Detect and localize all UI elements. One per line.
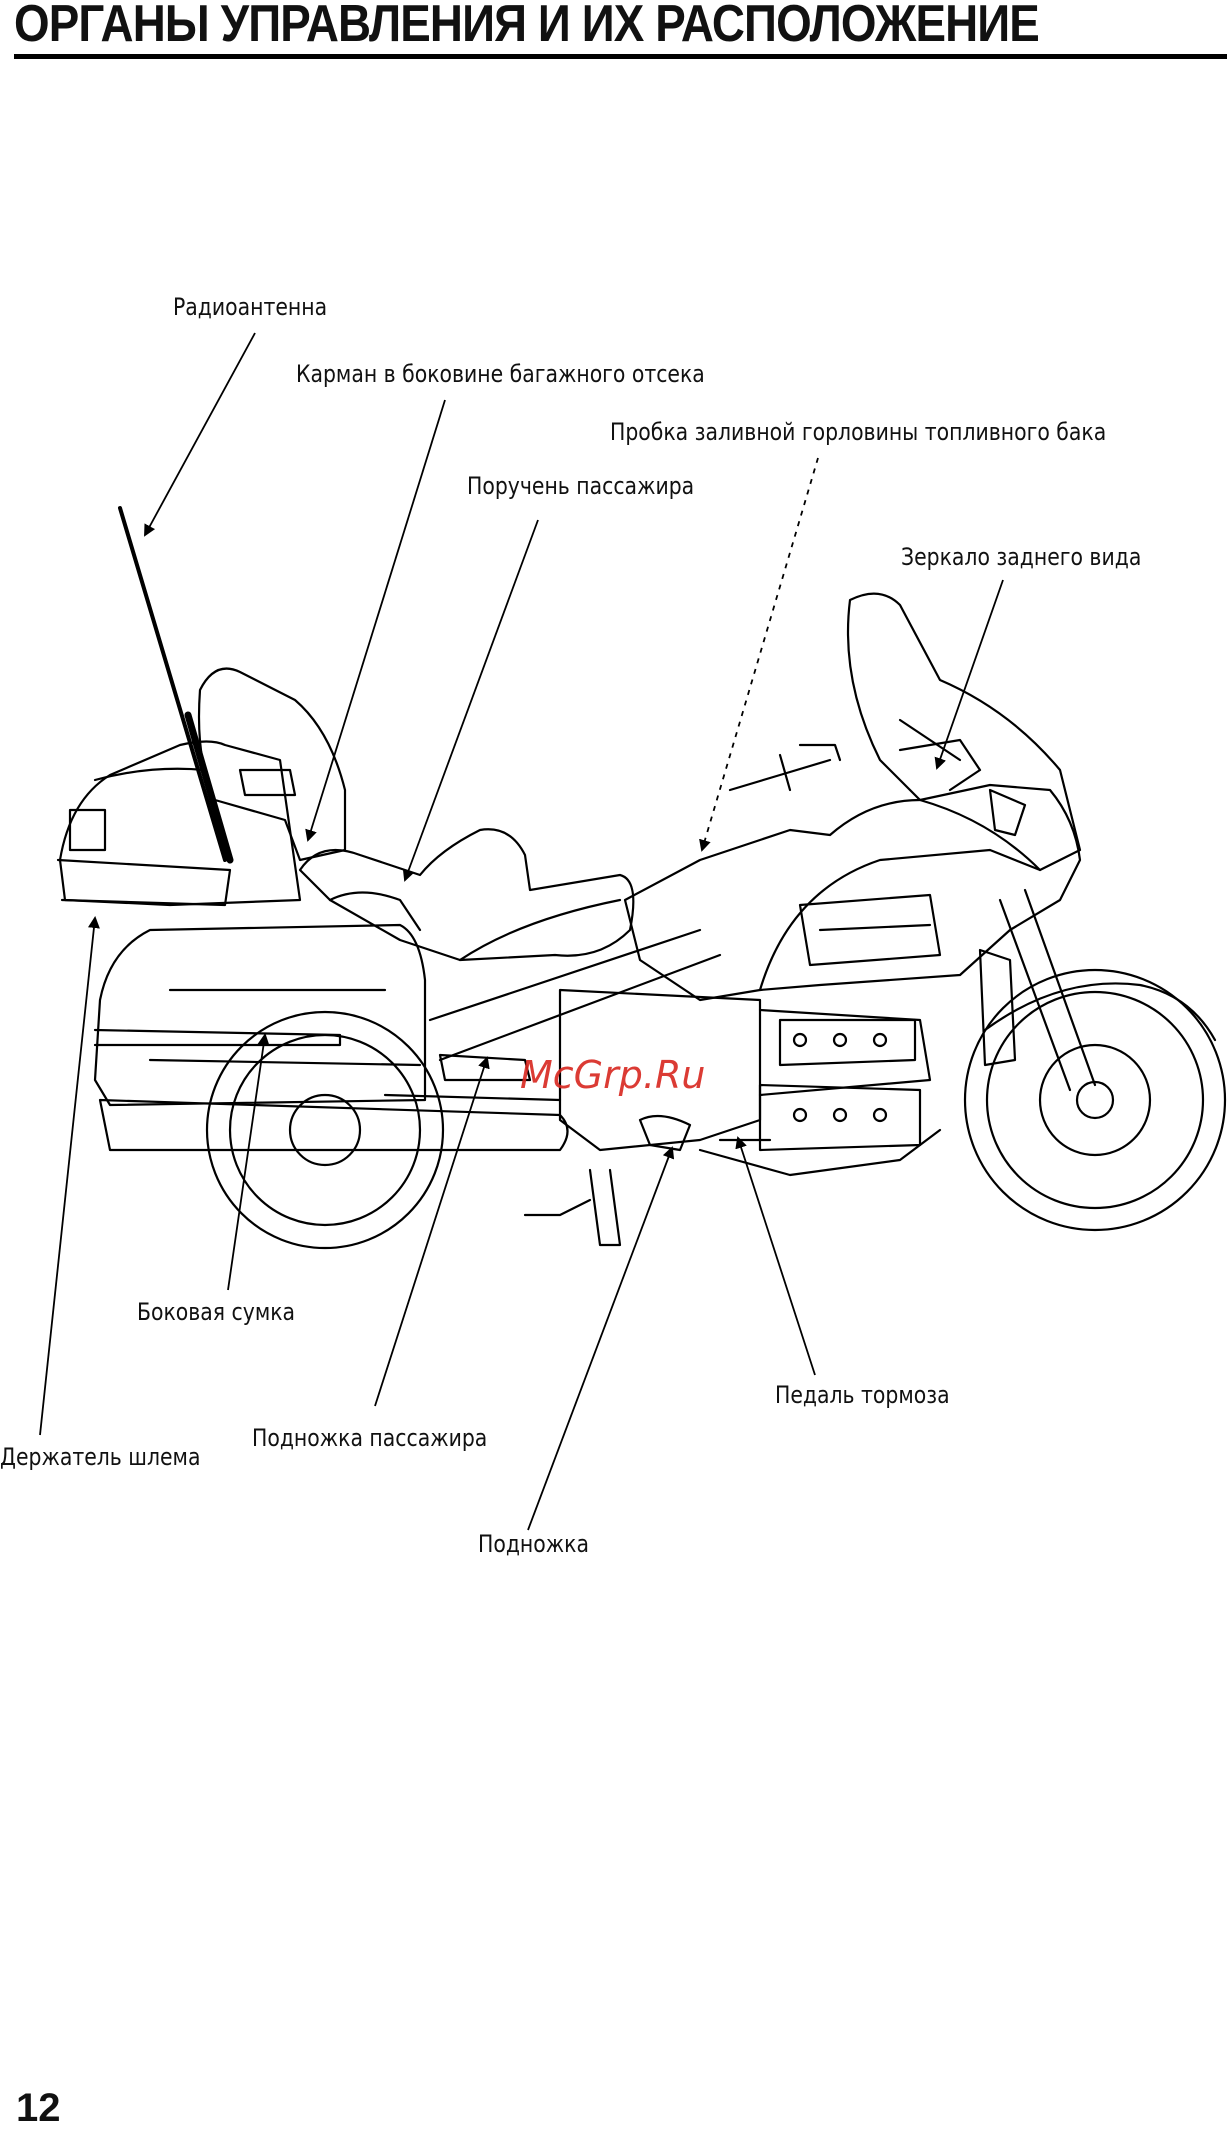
callout-mirror: Зеркало заднего вида (901, 543, 1141, 571)
callout-passenger-footpeg: Подножка пассажира (252, 1424, 487, 1452)
leader-grab-rail (405, 520, 538, 880)
callout-fuel-cap: Пробка заливной горловины топливного бак… (610, 418, 1106, 446)
callout-trunk-pocket: Карман в боковине багажного отсека (296, 360, 705, 388)
callout-leaders (40, 333, 1003, 1530)
motorcycle-drawing (58, 508, 1225, 1248)
page-number: 12 (16, 2086, 61, 2131)
leader-trunk-pocket (308, 400, 445, 840)
leader-footpeg (528, 1148, 672, 1530)
leader-antenna (145, 333, 255, 535)
callout-brake-pedal: Педаль тормоза (775, 1381, 950, 1409)
leader-mirror (937, 580, 1003, 768)
leader-fuel-cap (702, 458, 818, 850)
leader-helmet-holder (40, 918, 95, 1435)
callout-helmet-holder: Держатель шлема (0, 1443, 200, 1471)
watermark: McGrp.Ru (520, 1053, 705, 1097)
leader-saddlebag (228, 1035, 265, 1290)
callout-footpeg: Подножка (478, 1530, 589, 1558)
callout-antenna: Радиоантенна (173, 293, 327, 321)
callout-grab-rail: Поручень пассажира (467, 472, 694, 500)
callout-saddlebag: Боковая сумка (137, 1298, 295, 1326)
